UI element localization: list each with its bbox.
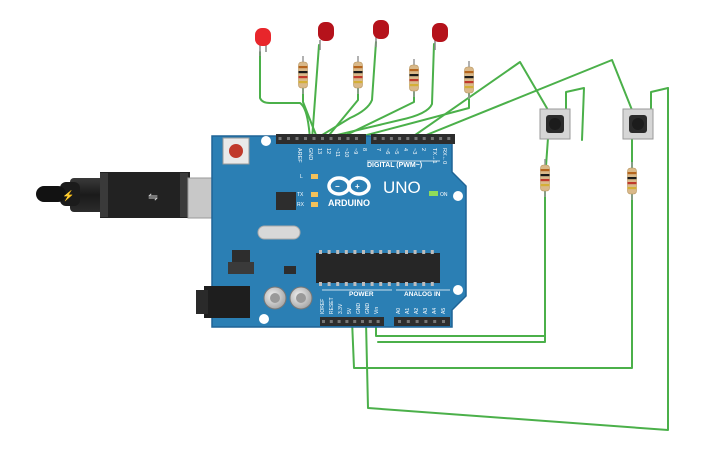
- resistor-3[interactable]: [409, 59, 419, 97]
- on-label: ON: [440, 192, 448, 198]
- wire-led1-gnd[interactable]: [259, 51, 311, 141]
- wire-5v-loop[interactable]: [365, 87, 669, 431]
- led-body: [432, 23, 448, 42]
- resistors: [298, 56, 637, 200]
- crystal: [257, 225, 301, 240]
- tx-led: [311, 192, 318, 197]
- top-pin-label: 12: [325, 148, 331, 154]
- top-pin-label: 2: [420, 148, 426, 151]
- wire-btn1-res[interactable]: [545, 137, 549, 167]
- usb-cable[interactable]: ⇋ ⚡: [36, 172, 225, 219]
- l-led: [311, 174, 318, 179]
- usb-symbol-icon: ⇋: [148, 190, 158, 204]
- atmega-chip: [316, 253, 440, 283]
- resistor-2[interactable]: [353, 56, 363, 94]
- led-3[interactable]: [373, 20, 389, 47]
- analog-pin-label: A4: [432, 308, 438, 314]
- analog-header: [394, 317, 450, 326]
- model-label: UNO: [383, 178, 421, 197]
- led-body: [318, 22, 334, 41]
- power-pin-label: IOREF: [320, 299, 326, 314]
- wire-led3-gnd[interactable]: [313, 41, 377, 141]
- wire-btn2-pin[interactable]: [413, 59, 633, 141]
- led-body: [255, 28, 271, 46]
- mount-hole: [453, 191, 463, 201]
- power-pin-label: Vin: [374, 307, 380, 314]
- svg-text:−: −: [335, 182, 340, 191]
- top-pin-label: 7: [375, 148, 381, 151]
- power-pin-label: GND: [365, 303, 371, 315]
- power-label: POWER: [349, 291, 374, 298]
- top-pin-label: ~9: [352, 148, 358, 154]
- power-pin-label: 5V: [347, 307, 353, 314]
- power-pin-label: RESET: [329, 297, 335, 314]
- top-pin-label: ~6: [384, 148, 390, 154]
- power-pin-label: 3.3V: [338, 303, 344, 314]
- analog-label: ANALOG IN: [404, 291, 441, 298]
- digital-header-right: [371, 134, 455, 144]
- wire-led4-gnd[interactable]: [315, 43, 435, 141]
- l-led-label: L: [300, 174, 303, 180]
- wire-btn2-5v[interactable]: [650, 87, 669, 111]
- arduino-infinity-logo-icon: [327, 176, 371, 196]
- top-pin-label: ~5: [393, 148, 399, 154]
- top-pin-label: GND: [307, 148, 313, 160]
- power-header: [320, 317, 384, 326]
- svg-text:+: +: [355, 182, 360, 191]
- brand-label: ARDUINO: [328, 198, 370, 208]
- led-2[interactable]: [318, 22, 334, 50]
- top-pin-label: 8: [361, 148, 367, 151]
- pushbutton-2[interactable]: [622, 108, 654, 140]
- led-1[interactable]: [255, 28, 271, 56]
- usb-chip: [276, 192, 296, 210]
- resistor-4[interactable]: [464, 61, 474, 99]
- resistor-pulldown-1[interactable]: [540, 159, 550, 197]
- analog-pin-label: A2: [414, 308, 420, 314]
- tx-label: TX: [297, 192, 304, 198]
- wire-pulldown2[interactable]: [351, 193, 633, 369]
- mount-hole: [261, 136, 271, 146]
- analog-pin-label: A5: [441, 308, 447, 314]
- wire-btn1-5v[interactable]: [565, 87, 585, 141]
- analog-pin-label: A0: [396, 308, 402, 314]
- small-transistor: [284, 266, 296, 274]
- wire-pulldown1[interactable]: [377, 189, 546, 343]
- resistor-1[interactable]: [298, 56, 308, 94]
- leds: [255, 20, 448, 56]
- led-body: [373, 20, 389, 39]
- top-pin-label: TX→1: [431, 148, 437, 164]
- lightning-icon: ⚡: [62, 189, 74, 202]
- pushbutton-1[interactable]: [539, 108, 571, 140]
- top-pin-label: ~11: [334, 148, 340, 157]
- top-pin-label: AREF: [296, 148, 302, 163]
- mount-hole: [259, 314, 269, 324]
- power-jack[interactable]: [204, 286, 250, 318]
- analog-pin-label: A1: [405, 308, 411, 314]
- led-4[interactable]: [432, 23, 448, 50]
- wire-btn1-pin[interactable]: [407, 61, 549, 141]
- top-pin-label: 13: [316, 148, 322, 154]
- wire-res4-pin[interactable]: [347, 92, 470, 141]
- wire-led2-gnd[interactable]: [311, 44, 320, 141]
- resistor-pulldown-2[interactable]: [627, 162, 637, 200]
- digital-label: DIGITAL (PWM~): [367, 162, 422, 169]
- rx-label: RX: [297, 202, 305, 208]
- power-pin-label: GND: [356, 303, 362, 315]
- top-pin-label: RX←0: [441, 148, 447, 164]
- analog-pin-label: A3: [423, 308, 429, 314]
- on-led: [429, 191, 438, 196]
- mount-hole: [453, 285, 463, 295]
- top-pin-label: 4: [402, 148, 408, 151]
- top-pin-label: ~3: [411, 148, 417, 154]
- rx-led: [311, 202, 318, 207]
- top-pin-label: ~10: [343, 148, 349, 157]
